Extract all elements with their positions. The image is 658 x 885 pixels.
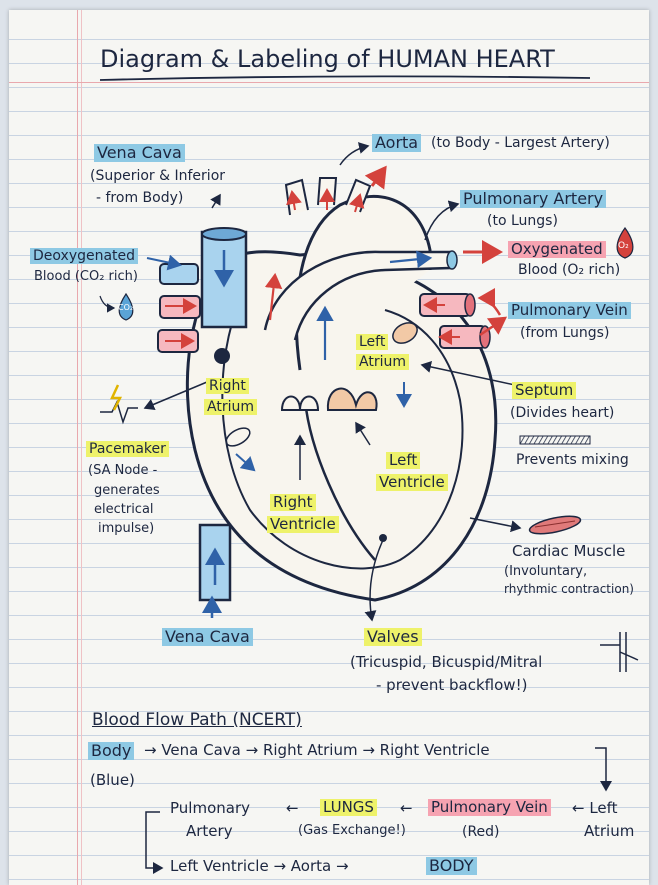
- label-pulmonary-vein-note: (from Lungs): [520, 325, 609, 341]
- label-right-atrium-2: Atrium: [204, 399, 257, 415]
- valve-symbol-icon: [600, 632, 638, 672]
- label-aorta-note: (to Body - Largest Artery): [431, 135, 610, 151]
- flow-left-atrium-2: Atrium: [584, 823, 634, 840]
- label-aorta: Aorta: [372, 134, 421, 152]
- label-left-atrium-2: Atrium: [356, 354, 409, 370]
- label-left-ventricle-2: Ventricle: [376, 474, 448, 491]
- label-right-ventricle-2: Ventricle: [267, 516, 339, 533]
- flow-blue: (Blue): [90, 772, 135, 789]
- label-pacemaker-note1: (SA Node -: [88, 464, 157, 479]
- flow-pulmonary-vein: Pulmonary Vein: [428, 799, 551, 816]
- flow-body: Body: [88, 742, 134, 760]
- page-title: Diagram & Labeling of HUMAN HEART: [100, 46, 555, 74]
- label-vena-cava-bottom: Vena Cava: [162, 628, 253, 646]
- flow-gas-exchange: (Gas Exchange!): [298, 824, 406, 839]
- label-right-ventricle-1: Right: [270, 494, 316, 511]
- label-left-atrium-1: Left: [356, 334, 388, 350]
- label-cardiac-muscle-note1: (Involuntary,: [504, 565, 587, 580]
- label-pulmonary-vein: Pulmonary Vein: [508, 302, 631, 319]
- flow-pulmonary-artery-2: Artery: [186, 823, 233, 840]
- label-valves: Valves: [364, 628, 422, 646]
- label-pulmonary-artery: Pulmonary Artery: [460, 190, 606, 208]
- label-oxygenated-note: Blood (O₂ rich): [518, 262, 620, 278]
- flow-last-line: Left Ventricle → Aorta →: [170, 858, 349, 875]
- label-valves-note1: (Tricuspid, Bicuspid/Mitral: [350, 654, 542, 671]
- label-oxygenated: Oxygenated: [508, 241, 606, 258]
- label-pacemaker-note3: electrical: [94, 503, 154, 518]
- label-pulmonary-artery-note: (to Lungs): [487, 213, 558, 229]
- pacemaker-ecg-icon: [100, 402, 138, 422]
- label-pacemaker-note2: generates: [94, 484, 160, 499]
- cardiac-muscle-icon: [528, 513, 582, 538]
- flow-pulmonary-artery-1: Pulmonary: [170, 800, 250, 817]
- left-vein-top: [160, 264, 198, 284]
- label-valves-note2: - prevent backflow!): [376, 677, 527, 694]
- flow-line-1: → Vena Cava → Right Atrium → Right Ventr…: [144, 742, 490, 759]
- label-vena-cava-note2: - from Body): [96, 190, 183, 206]
- flow-heading: Blood Flow Path (NCERT): [92, 711, 302, 731]
- label-vena-cava-note1: (Superior & Inferior: [90, 168, 225, 184]
- label-deoxygenated: Deoxygenated: [30, 248, 138, 264]
- co2-badge: CO₂: [118, 303, 133, 312]
- o2-badge: O₂: [618, 241, 629, 251]
- label-prevents-mixing: Prevents mixing: [516, 452, 629, 468]
- label-right-atrium-1: Right: [206, 378, 249, 394]
- septum-hatch: [520, 436, 590, 444]
- label-septum: Septum: [512, 382, 576, 399]
- flow-arrow-left-2: ←: [400, 800, 413, 817]
- label-pacemaker: Pacemaker: [86, 441, 169, 457]
- flow-arrow-left-1: ←: [286, 800, 299, 817]
- aorta-branch-1: [286, 180, 308, 215]
- label-cardiac-muscle-note2: rhythmic contraction): [504, 583, 634, 597]
- flow-red: (Red): [462, 824, 500, 840]
- flow-lungs: LUNGS: [320, 799, 377, 816]
- label-deoxygenated-note: Blood (CO₂ rich): [34, 270, 138, 285]
- label-cardiac-muscle: Cardiac Muscle: [512, 543, 625, 560]
- label-vena-cava-top: Vena Cava: [94, 144, 185, 162]
- flow-left-atrium-1: ← Left: [572, 800, 618, 817]
- flow-body-end: BODY: [426, 857, 477, 875]
- label-left-ventricle-1: Left: [386, 452, 420, 469]
- label-pacemaker-note4: impulse): [98, 522, 154, 537]
- title-underline: [100, 76, 590, 80]
- label-septum-note: (Divides heart): [510, 405, 614, 421]
